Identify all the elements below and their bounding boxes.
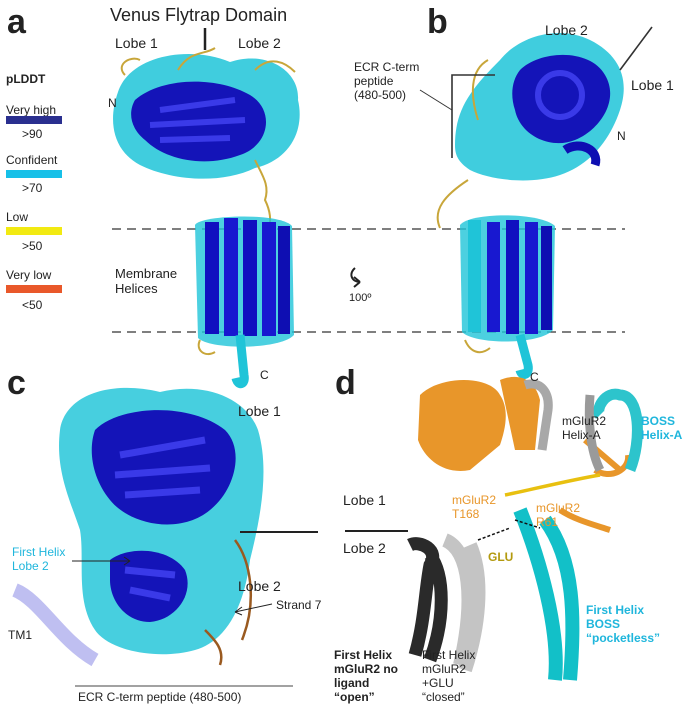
legend-item-very-low-threshold: <50 [22, 298, 43, 312]
panel-c-ecr-label: ECR C-term peptide (480-500) [78, 690, 242, 704]
panel-d-t168-label: mGluR2 T168 [452, 493, 497, 521]
panel-d-first-helix-closed-label: First Helix mGluR2 +GLU “closed” [422, 648, 476, 704]
legend-item-low-threshold: >50 [22, 239, 43, 253]
panel-b-n-terminus-label: N [617, 129, 626, 143]
legend-item-very-low-label: Very low [6, 268, 52, 282]
panel-label-c: c [7, 364, 26, 402]
legend-swatch-low [6, 227, 62, 235]
panel-b-ecr-label: ECR C-term peptide (480-500) [354, 60, 420, 102]
legend-item-confident-threshold: >70 [22, 181, 43, 195]
panel-a-c-terminus-label: C [260, 368, 269, 382]
legend-title: pLDDT [6, 72, 46, 86]
panel-c-lobe1-label: Lobe 1 [238, 403, 281, 419]
panel-d-lobe2-label: Lobe 2 [343, 540, 386, 556]
panel-b-membrane-structure [460, 215, 555, 379]
panel-b-lobe1-label: Lobe 1 [631, 77, 674, 93]
panel-d-first-helix-boss-label: First Helix BOSS “pocketless” [586, 603, 661, 645]
panel-c-strand7-label: Strand 7 [276, 598, 322, 612]
membrane-helices-label: Membrane Helices [115, 266, 178, 296]
panel-b-vft-structure [419, 26, 653, 229]
legend-swatch-very-low [6, 285, 62, 293]
panel-a-lobe2-label: Lobe 2 [238, 35, 281, 51]
panel-c-structure [11, 387, 318, 687]
panel-d-first-helix-open-label: First Helix mGluR2 no ligand “open” [334, 648, 399, 704]
panel-label-d: d [335, 364, 356, 402]
rotation-label: 100º [349, 292, 372, 304]
panel-d-boss-helixa-label: BOSS Helix-A [641, 414, 683, 442]
panel-label-b: b [427, 3, 448, 41]
legend-item-low-label: Low [6, 210, 29, 224]
panel-d-glu-label: GLU [488, 550, 514, 564]
legend-swatch-confident [6, 170, 62, 178]
panel-a-lobe1-label: Lobe 1 [115, 35, 158, 51]
panel-c-lobe2-label: Lobe 2 [238, 578, 281, 594]
panel-d-mglur2-helixa-label: mGluR2 Helix-A [562, 414, 607, 442]
panel-d-lobe1-label: Lobe 1 [343, 492, 386, 508]
panel-b-c-terminus-label: C [530, 370, 539, 384]
panel-a-n-terminus-label: N [108, 96, 117, 110]
panel-b-lobe2-label: Lobe 2 [545, 22, 588, 38]
legend-item-very-high-threshold: >90 [22, 127, 43, 141]
legend-item-confident-label: Confident [6, 153, 58, 167]
plddt-legend: pLDDT Very high >90 Confident >70 Low >5… [0, 60, 100, 312]
legend-item-very-high-label: Very high [6, 103, 57, 117]
panel-d-structure [345, 376, 643, 681]
panel-c-first-helix-label: First Helix Lobe 2 [12, 545, 66, 573]
rotation-arrow-icon [350, 267, 361, 288]
panel-a-vft-structure [113, 28, 300, 229]
panel-d-r61-label: mGluR2 R61 [536, 501, 581, 529]
panel-c-tm1-label: TM1 [8, 628, 32, 642]
legend-swatch-very-high [6, 116, 62, 124]
vft-domain-title: Venus Flytrap Domain [110, 5, 288, 25]
panel-label-a: a [7, 3, 26, 41]
panel-a-membrane-structure [195, 216, 294, 389]
